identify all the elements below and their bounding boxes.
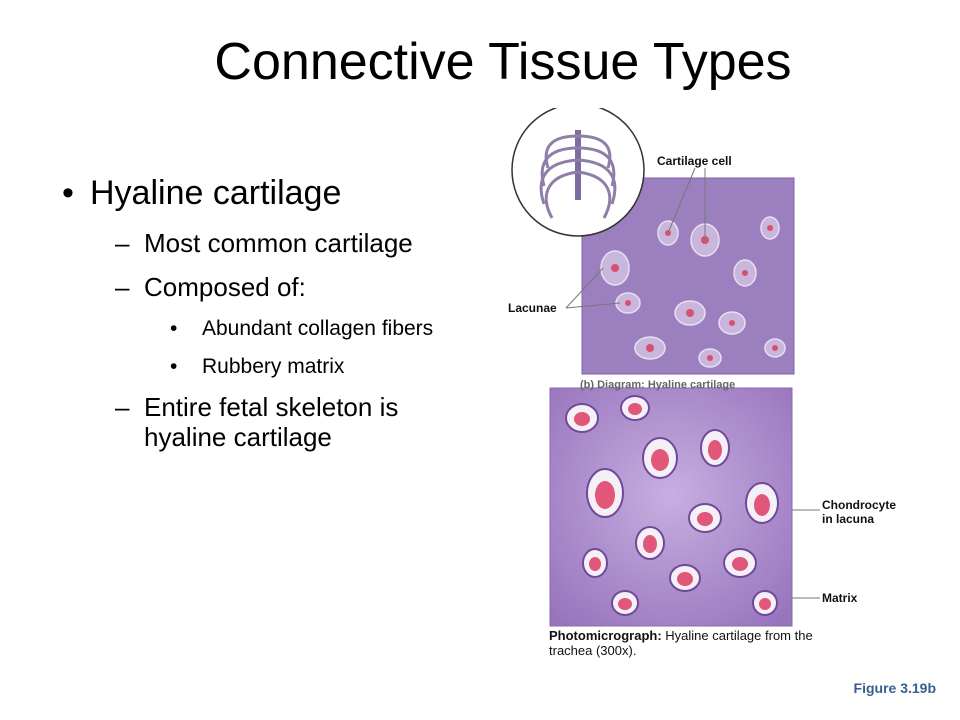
subbullet-text: Composed of:: [144, 272, 306, 302]
subbullet-fetal-skeleton: – Entire fetal skeleton is hyaline carti…: [62, 392, 482, 452]
figure-artwork: [511, 103, 820, 627]
diagram-caption: (b) Diagram: Hyaline cartilage: [580, 379, 736, 391]
label-matrix: Matrix: [822, 591, 858, 605]
subsub-bullet-matrix: • Rubbery matrix: [62, 354, 482, 380]
label-chondrocyte-line2: in lacuna: [822, 512, 875, 526]
photo-caption: Photomicrograph: Hyaline cartilage from …: [549, 628, 849, 658]
leader-lines: [565, 167, 820, 599]
bullet-text: Hyaline cartilage: [90, 174, 342, 212]
bullet-dot: •: [170, 355, 178, 378]
subbullet-text: Entire fetal skeleton is hyaline cartila…: [144, 392, 399, 452]
hyaline-cartilage-figure: Cartilage cell Lacunae (b) Diagram: Hyal…: [500, 103, 930, 668]
bullet-dot: •: [62, 174, 74, 212]
dash-marker: –: [115, 392, 130, 422]
bullet-list: • Hyaline cartilage – Most common cartil…: [62, 172, 482, 466]
slide-title: Connective Tissue Types: [214, 33, 792, 91]
photo-chondrocytes: [574, 403, 771, 610]
label-lacunae: Lacunae: [508, 301, 557, 315]
subbullet-composed-of: – Composed of:: [62, 272, 482, 302]
bullet-hyaline-cartilage: • Hyaline cartilage: [62, 172, 482, 214]
bullet-dot: •: [170, 317, 178, 340]
subsub-bullet-text: Rubbery matrix: [202, 355, 345, 378]
photo-caption-bold: Photomicrograph:: [549, 628, 662, 643]
rib-cage-drawing: [539, 130, 617, 219]
subbullet-most-common: – Most common cartilage: [62, 228, 482, 258]
subbullet-text: Most common cartilage: [144, 228, 413, 258]
dash-marker: –: [115, 272, 130, 302]
figure-reference: Figure 3.19b: [853, 680, 936, 696]
label-cartilage-cell: Cartilage cell: [657, 154, 732, 168]
photo-caption-rest: Hyaline cartilage from the trachea (300x…: [549, 628, 813, 658]
label-chondrocyte-line1: Chondrocyte: [822, 498, 897, 512]
dash-marker: –: [115, 228, 130, 258]
subsub-bullet-text: Abundant collagen fibers: [202, 317, 434, 340]
subsub-bullet-collagen: • Abundant collagen fibers: [62, 316, 482, 342]
label-chondrocyte: Chondrocyte in lacuna: [822, 498, 896, 526]
